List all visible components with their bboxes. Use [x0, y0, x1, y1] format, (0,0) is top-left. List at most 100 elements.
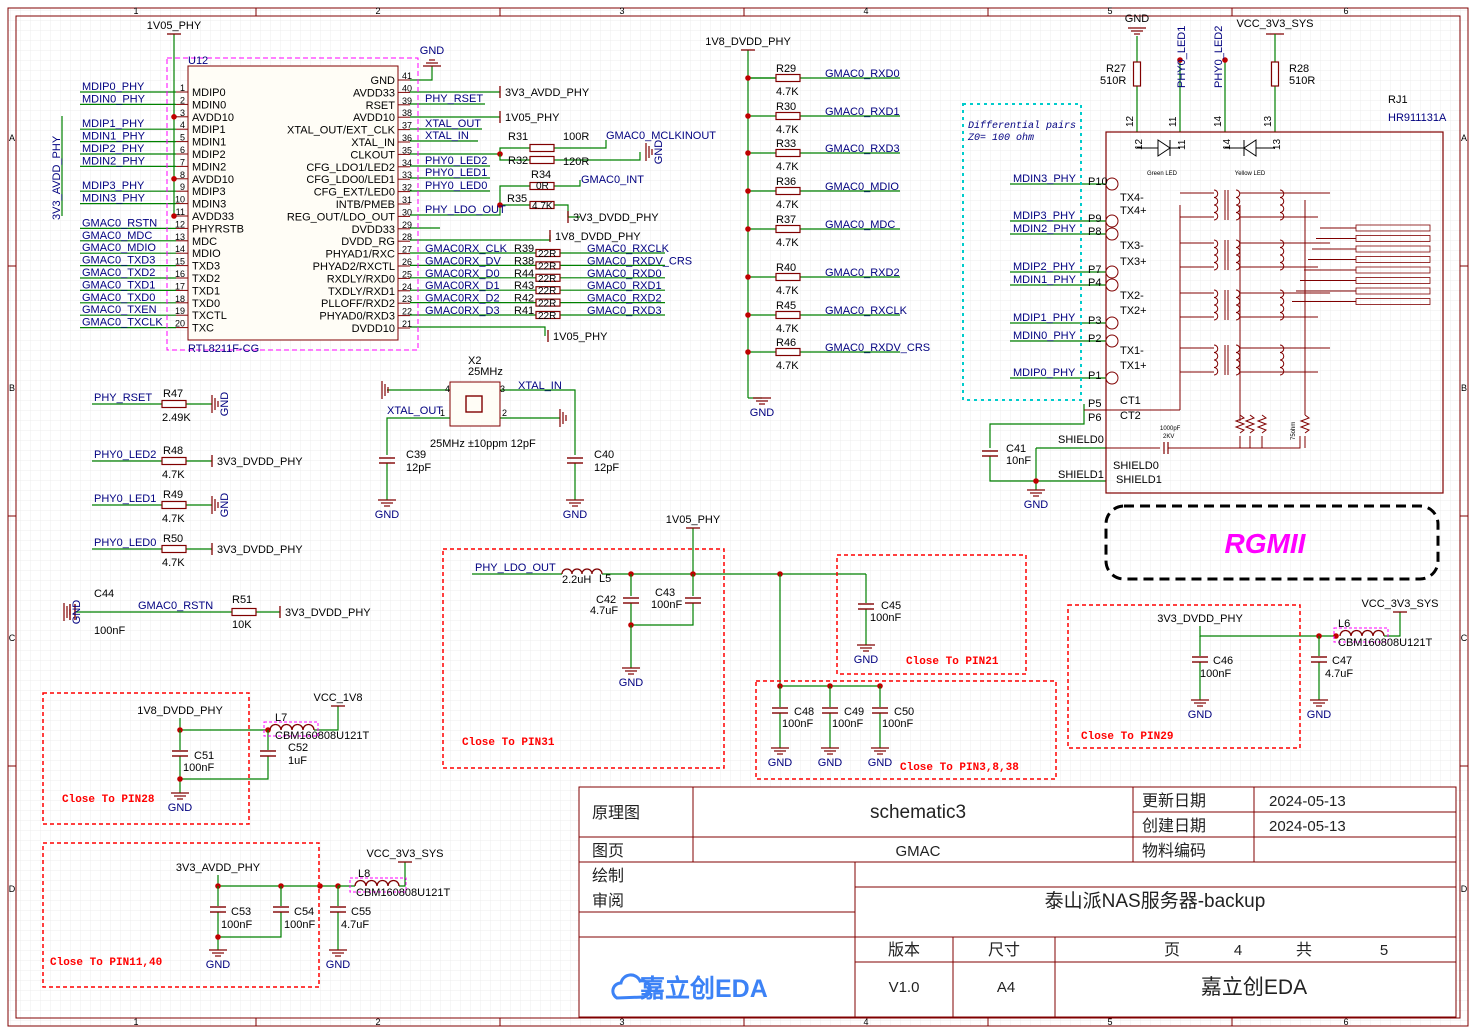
ref-label: R28: [1289, 63, 1309, 75]
value-label: 100nF: [651, 599, 682, 611]
ref-label: C42: [596, 594, 616, 606]
resistor-pullup: [775, 111, 801, 121]
pin-num: 3: [180, 108, 185, 118]
note-text: Close To PIN21: [906, 656, 999, 668]
pin-name: TXD1: [192, 285, 220, 297]
resistor-r32: [529, 155, 555, 165]
power-label: 3V3_AVDD_PHY: [176, 862, 261, 874]
power-label: 3V3_DVDD_PHY: [217, 544, 303, 556]
gnd-label: GND: [1024, 499, 1049, 511]
pin-name: AVDD33: [353, 87, 395, 99]
note-text: Close To PIN31: [462, 737, 555, 749]
power-label: 3V3_AVDD_PHY: [505, 87, 590, 99]
pin-name: TX1-: [1120, 345, 1144, 357]
net-label: PHY0_LED2: [1213, 26, 1225, 88]
wire: [410, 66, 433, 81]
resistor-series: [535, 286, 561, 295]
pin-num: 37: [402, 121, 412, 131]
ref-label: L6: [1338, 618, 1350, 630]
gnd-label: GND: [619, 677, 644, 689]
pin-num: 21: [402, 319, 412, 329]
outer-border: [7, 7, 1469, 1027]
pin-name: TXD0: [192, 298, 220, 310]
junction-dot: [171, 114, 177, 120]
power-label: 1V8_DVDD_PHY: [555, 231, 641, 243]
resistor-pullup: [775, 148, 801, 158]
u12-body: [187, 65, 399, 341]
ref-label: C45: [881, 600, 901, 612]
net-label: GMAC0RX_D0: [425, 268, 500, 280]
pin-name: AVDD10: [192, 174, 234, 186]
crystal-element: [465, 395, 483, 413]
note-text: Differential pairs: [968, 120, 1076, 132]
net-label: GMAC0_RSTN: [82, 217, 157, 229]
shield-wire: [1168, 436, 1301, 449]
value-label: 120R: [563, 156, 589, 168]
pin-name: MDC: [192, 236, 217, 248]
net-label: PHY_RSET: [94, 392, 152, 404]
border-col-label: 2: [375, 6, 380, 16]
ref-label: RJ1: [1388, 94, 1408, 106]
border-col-label: 1: [133, 6, 138, 16]
jack-contact: [1105, 265, 1119, 279]
pin-num: 13: [175, 232, 185, 242]
pin-name: PHYAD2/RXCTL: [313, 261, 395, 273]
value-label: 22R: [538, 261, 556, 272]
wires-layer: [61, 27, 1401, 950]
ref-label: R45: [776, 300, 796, 312]
pin-name: TXC: [192, 323, 214, 335]
ref-label: C44: [94, 588, 114, 600]
value-label: 4.7uF: [341, 919, 369, 931]
title-block-frame: [578, 786, 1457, 1018]
value-label: CBM160808U121T: [275, 730, 369, 742]
wire: [386, 417, 450, 455]
border-row-label: A: [9, 133, 15, 143]
termination-resistor: [1234, 414, 1246, 434]
tiny-label: 75ohm: [1291, 422, 1297, 440]
value-label: 4.7K: [776, 323, 799, 335]
border-row-label: B: [1461, 383, 1467, 393]
net-label: PHY_LDO_OUT: [425, 204, 506, 216]
resistor-r35: [529, 200, 555, 210]
rgmii-label: RGMII: [1225, 528, 1307, 559]
gnd-label: GND: [326, 959, 351, 971]
power-label: 3V3_DVDD_PHY: [217, 456, 303, 468]
ref-label: R51: [232, 594, 252, 606]
net-label: GMAC0_TXD2: [82, 267, 155, 279]
jack-contact: [1105, 227, 1119, 241]
power-label: VCC_3V3_SYS: [1236, 18, 1313, 30]
pin-num: 3: [500, 384, 505, 394]
resistor-series: [535, 261, 561, 270]
net-label: MDIN0_PHY: [1013, 330, 1077, 342]
net-label: MDIN2_PHY: [1013, 223, 1077, 235]
pin-num: 25: [402, 269, 412, 279]
inductor-l7: [269, 723, 315, 731]
pin-num: 5: [180, 133, 185, 143]
resistor-series: [535, 298, 561, 307]
pin-num: P5: [1088, 398, 1101, 410]
pin-num: 12: [175, 219, 185, 229]
resistor-strap: [161, 500, 187, 510]
pin-name: TX4+: [1120, 205, 1147, 217]
border-col-label: 2: [375, 1017, 380, 1027]
pin-num: 11: [1177, 139, 1188, 150]
border-col-label: 3: [619, 1017, 624, 1027]
resistor-pullup: [775, 224, 801, 234]
junction-dot: [1222, 57, 1228, 63]
junction-dot: [171, 213, 177, 219]
gnd-label: GND: [1125, 13, 1150, 25]
pin-num: 18: [175, 294, 185, 304]
gnd-label: GND: [420, 45, 445, 57]
net-label: MDIP3_PHY: [1013, 210, 1076, 222]
ref-label: R42: [514, 293, 534, 305]
note-text: Close To PIN3,8,38: [900, 762, 1019, 774]
jack-contact: [1105, 278, 1119, 292]
note-text: Close To PIN11,40: [50, 957, 162, 969]
border-col-label: 6: [1343, 1017, 1348, 1027]
gnd-label: GND: [854, 654, 879, 666]
gnd-label: GND: [375, 509, 400, 521]
value-label: 22R: [538, 311, 556, 322]
ref-label: R38: [514, 255, 534, 267]
